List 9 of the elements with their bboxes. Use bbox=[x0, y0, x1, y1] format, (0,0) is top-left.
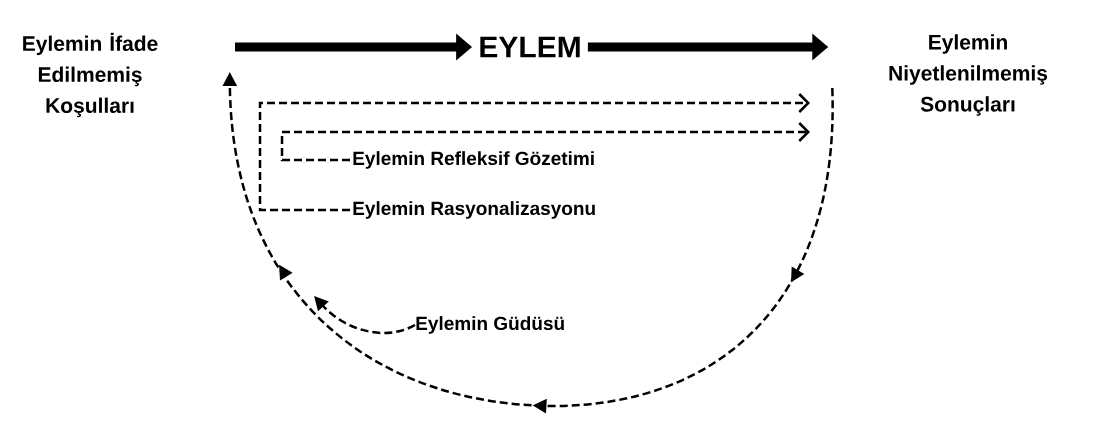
node-label: Eylemin Niyetlenilmemiş Sonuçları bbox=[889, 34, 1048, 116]
loop-label: Eylemin Rasyonalizasyonu bbox=[353, 201, 595, 219]
arrow bbox=[280, 122, 810, 162]
arrow bbox=[314, 296, 416, 335]
node-label: Eylemin İfade Edilmemiş Koşulları bbox=[23, 32, 158, 118]
loop-label: Eylemin Refleksif Gözetimi bbox=[353, 151, 594, 169]
loop-label: Eylemin Güdüsü bbox=[416, 316, 564, 334]
action-label: EYLEM bbox=[480, 36, 580, 58]
arrow bbox=[258, 93, 810, 212]
